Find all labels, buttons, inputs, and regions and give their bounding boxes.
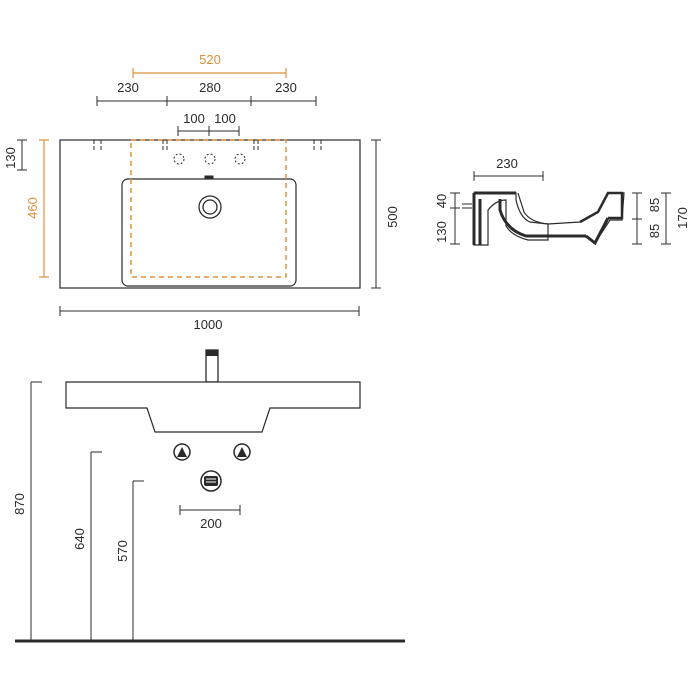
bowl-dashed-outline <box>130 139 287 278</box>
dim-230-right: 230 <box>275 80 297 95</box>
tap-hole-center <box>204 153 216 165</box>
dim-460: 460 <box>25 197 40 219</box>
dim-85-upper: 85 <box>647 198 662 212</box>
dim-100-right: 100 <box>214 111 236 126</box>
tap-hole-left <box>173 153 185 165</box>
dim-85-lower: 85 <box>647 224 662 238</box>
dim-170: 170 <box>675 207 690 229</box>
basin-outline-top <box>59 139 361 289</box>
bowl-outline-top <box>121 178 297 287</box>
dim-570: 570 <box>115 540 130 562</box>
dim-1000: 1000 <box>194 317 223 332</box>
dim-100-left: 100 <box>183 111 205 126</box>
front-view: 200 870 640 570 <box>12 349 405 643</box>
dim-130: 130 <box>3 147 18 169</box>
dim-200: 200 <box>200 516 222 531</box>
waste-outlet <box>200 470 222 492</box>
drain-icon <box>198 195 222 219</box>
dim-130-section: 130 <box>434 221 449 243</box>
dim-520: 520 <box>199 52 221 67</box>
dim-40: 40 <box>434 194 449 208</box>
tap-hole-right <box>234 153 246 165</box>
dim-230-left: 230 <box>117 80 139 95</box>
dim-500: 500 <box>385 206 400 228</box>
dim-870: 870 <box>12 493 27 515</box>
supply-valve-left <box>173 443 191 461</box>
supply-valve-right <box>233 443 251 461</box>
fixing-marks <box>93 140 322 180</box>
section-profile <box>473 192 625 246</box>
top-view: 520 230 280 230 100 100 <box>3 52 400 332</box>
side-section: 230 40 130 85 85 170 <box>434 156 690 246</box>
dim-230-section: 230 <box>496 156 518 171</box>
dim-280: 280 <box>199 80 221 95</box>
dim-640: 640 <box>72 528 87 550</box>
basin-front-outline <box>65 381 361 433</box>
